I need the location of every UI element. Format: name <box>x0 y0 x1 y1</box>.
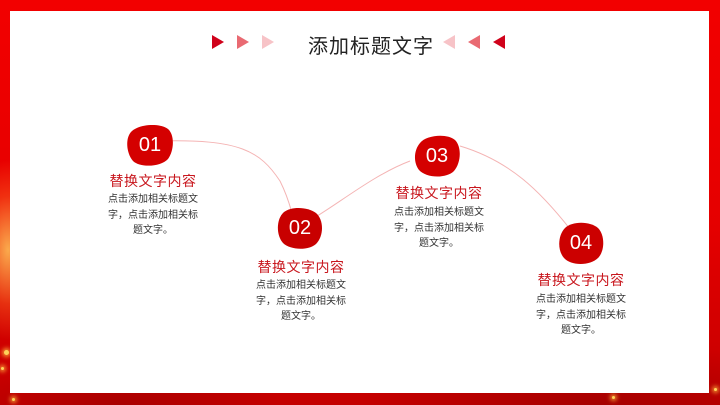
desc-line: 字，点击添加相关标 <box>108 209 198 221</box>
step-heading: 替换文字内容 <box>395 186 483 202</box>
step-number: 03 <box>425 145 449 167</box>
step-number: 04 <box>569 232 593 254</box>
slide-header: 添加标题文字 <box>10 11 709 73</box>
desc-line: 题文字。 <box>561 325 601 336</box>
step-description: 点击添加相关标题文 字，点击添加相关标 题文字。 <box>529 292 633 339</box>
sparkle-decoration <box>714 388 717 391</box>
sparkle-decoration <box>612 396 615 399</box>
desc-line: 字，点击添加相关标 <box>256 295 346 307</box>
desc-line: 点击添加相关标题文 <box>536 294 626 305</box>
slide-title: 添加标题文字 <box>308 34 434 58</box>
triangle-right-light-icon <box>262 35 274 49</box>
triangle-right-medium-icon <box>237 35 249 49</box>
sparkle-decoration <box>12 398 15 401</box>
desc-line: 点击添加相关标题文 <box>108 194 198 205</box>
step-heading: 替换文字内容 <box>109 174 197 190</box>
desc-line: 点击添加相关标题文 <box>394 207 484 218</box>
sparkle-decoration <box>1 367 4 370</box>
blob-shape-icon <box>127 125 173 166</box>
step-heading: 替换文字内容 <box>537 273 625 289</box>
desc-line: 题文字。 <box>133 225 173 236</box>
step-heading: 替换文字内容 <box>257 260 345 276</box>
step-number: 02 <box>288 217 312 239</box>
desc-line: 题文字。 <box>281 311 321 322</box>
blob-shape-icon <box>414 135 460 177</box>
content-panel: 添加标题文字 01 替换文字内容 点击添加相关标题文 字，点击添加相关标 题文字… <box>10 11 709 393</box>
desc-line: 点击添加相关标题文 <box>256 280 346 291</box>
step-description: 点击添加相关标题文 字，点击添加相关标 题文字。 <box>387 205 491 252</box>
step-marker-03: 03 <box>413 134 461 178</box>
step-description: 点击添加相关标题文 字，点击添加相关标 题文字。 <box>249 278 353 325</box>
step-marker-02: 02 <box>276 206 324 250</box>
sparkle-decoration <box>4 350 9 355</box>
desc-line: 字，点击添加相关标 <box>536 309 626 321</box>
step-description: 点击添加相关标题文 字，点击添加相关标 题文字。 <box>101 192 205 239</box>
step-number: 01 <box>138 134 162 156</box>
step-marker-04: 04 <box>557 221 605 265</box>
desc-line: 字，点击添加相关标 <box>394 222 484 234</box>
step-marker-01: 01 <box>126 123 174 167</box>
blob-shape-icon <box>559 222 604 264</box>
desc-line: 题文字。 <box>419 238 459 249</box>
triangle-left-dark-icon <box>493 35 505 49</box>
triangle-left-light-icon <box>443 35 455 49</box>
blob-shape-icon <box>277 207 322 249</box>
triangle-left-medium-icon <box>468 35 480 49</box>
triangle-right-dark-icon <box>212 35 224 49</box>
